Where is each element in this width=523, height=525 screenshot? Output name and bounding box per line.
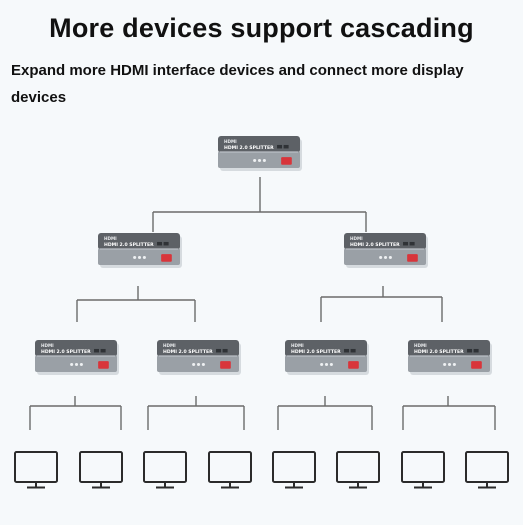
splitter-indicator: ● ● ● (379, 255, 393, 260)
splitter-top-port (94, 348, 100, 353)
splitter-top-port (222, 348, 228, 353)
splitter-red-port (348, 361, 359, 369)
splitter-indicator: ● ● ● (443, 362, 457, 367)
splitter-indicator: ● ● ● (192, 362, 206, 367)
monitor-screen (336, 451, 380, 483)
monitor-icon (336, 451, 380, 489)
splitter-front-face (344, 248, 426, 265)
splitter-top-face (408, 340, 490, 357)
splitter-top-port (473, 348, 479, 353)
splitter-red-port (281, 157, 292, 165)
splitter-top-port (216, 348, 222, 353)
splitter-front-face (157, 355, 239, 372)
monitor-screen (465, 451, 509, 483)
splitter-front-face (285, 355, 367, 372)
splitter-brand-label: HDMI (291, 343, 304, 348)
splitter-top-port (163, 241, 169, 246)
splitter-red-port (161, 254, 172, 262)
splitter-red-port (471, 361, 482, 369)
splitter-top-port (344, 348, 350, 353)
splitter-red-port (407, 254, 418, 262)
splitter-top-port (283, 144, 289, 149)
splitter-brand-label: HDMI (414, 343, 427, 348)
monitor-screen (79, 451, 123, 483)
splitter-indicator: ● ● ● (70, 362, 84, 367)
connection-lines (29, 177, 496, 430)
monitor-icon (14, 451, 58, 489)
splitter-front-face (98, 248, 180, 265)
splitter-brand-label: HDMI (350, 236, 363, 241)
monitor-screen (401, 451, 445, 483)
splitter-brand-label: HDMI (163, 343, 176, 348)
splitter-product-label: HDMI 2.0 SPLITTER (224, 145, 274, 151)
splitter-brand-label: HDMI (41, 343, 54, 348)
splitter-product-label: HDMI 2.0 SPLITTER (104, 242, 154, 248)
splitter-brand-label: HDMI (224, 139, 237, 144)
splitter-top-face (98, 233, 180, 250)
monitor-screen (143, 451, 187, 483)
splitter-top-face (157, 340, 239, 357)
splitter-product-label: HDMI 2.0 SPLITTER (41, 349, 91, 355)
splitter-product-label: HDMI 2.0 SPLITTER (350, 242, 400, 248)
monitor-screen (14, 451, 58, 483)
splitter-product-label: HDMI 2.0 SPLITTER (291, 349, 341, 355)
splitter-product-label: HDMI 2.0 SPLITTER (163, 349, 213, 355)
splitter-top-face (35, 340, 117, 357)
monitor-icon (143, 451, 187, 489)
splitter-top-port (157, 241, 163, 246)
splitter-red-port (98, 361, 109, 369)
monitor-icon (465, 451, 509, 489)
splitter-top-port (100, 348, 106, 353)
splitter-brand-label: HDMI (104, 236, 117, 241)
monitors (14, 451, 509, 489)
monitor-screen (272, 451, 316, 483)
splitter-top-port (467, 348, 473, 353)
splitter-red-port (220, 361, 231, 369)
splitter-front-face (35, 355, 117, 372)
splitter-front-face (218, 151, 300, 168)
splitter-top-port (403, 241, 409, 246)
splitter-top-port (409, 241, 415, 246)
splitter-product-label: HDMI 2.0 SPLITTER (414, 349, 464, 355)
splitter-indicator: ● ● ● (253, 158, 267, 163)
page-title: More devices support cascading (49, 13, 474, 43)
page-subtitle: Expand more HDMI interface devices and c… (11, 62, 464, 106)
monitor-icon (272, 451, 316, 489)
splitter-top-face (285, 340, 367, 357)
monitor-icon (208, 451, 252, 489)
monitor-icon (401, 451, 445, 489)
splitter-front-face (408, 355, 490, 372)
splitter-top-face (344, 233, 426, 250)
splitter-top-port (277, 144, 283, 149)
monitor-screen (208, 451, 252, 483)
splitter-top-face (218, 136, 300, 153)
monitor-icon (79, 451, 123, 489)
splitter-indicator: ● ● ● (133, 255, 147, 260)
splitter-top-port (350, 348, 356, 353)
splitter-indicator: ● ● ● (320, 362, 334, 367)
